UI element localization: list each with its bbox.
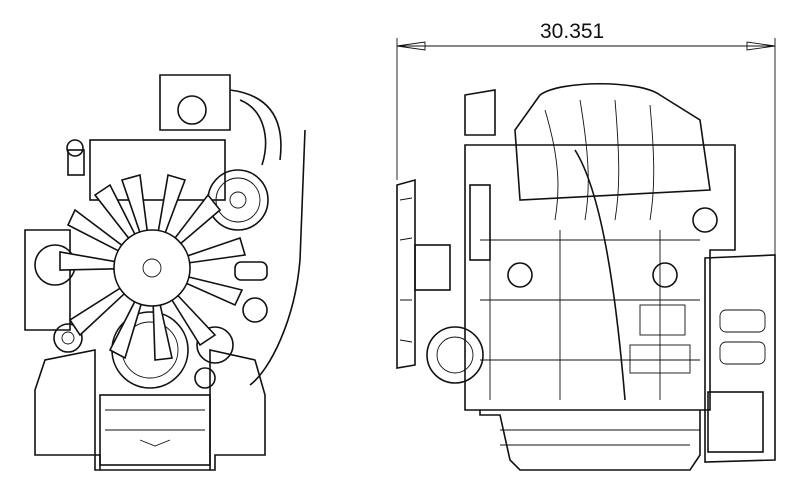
dimension-label: 30.351 (540, 20, 605, 43)
dimension-line (396, 38, 776, 258)
engine-side-view (396, 82, 776, 471)
fan (59, 173, 247, 361)
engine-front-view (24, 74, 306, 471)
